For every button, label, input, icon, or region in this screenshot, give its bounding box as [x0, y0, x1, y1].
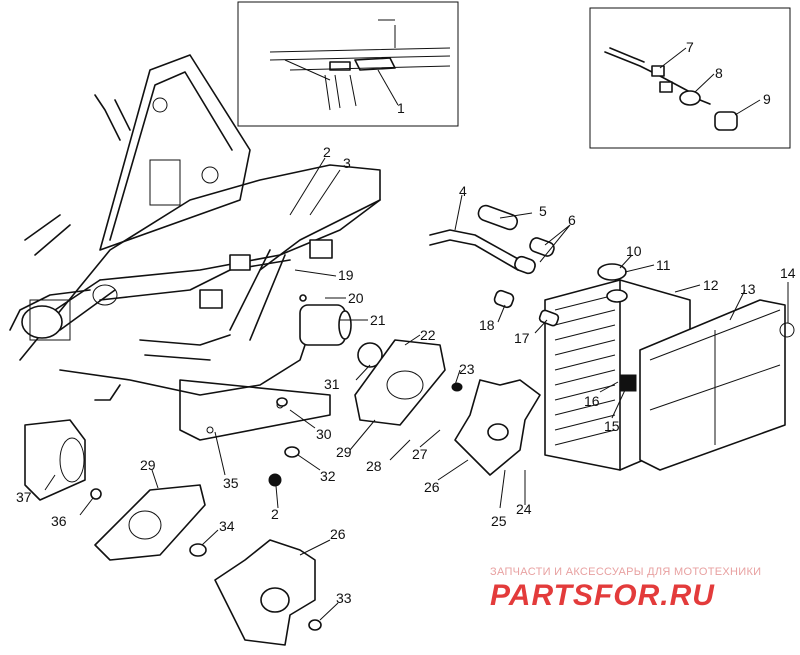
callout-8: 8 [715, 65, 723, 81]
callout-4: 4 [459, 183, 467, 199]
callout-37: 37 [16, 489, 32, 505]
watermark: ЗАПЧАСТИ И АКСЕССУАРЫ ДЛЯ МОТОТЕХНИКИ PA… [490, 566, 761, 612]
inset-wiring-7-9 [589, 7, 791, 149]
callout-26-lower: 26 [330, 526, 346, 542]
watermark-logo: PARTSFOR.RU [490, 579, 715, 612]
callout-27: 27 [412, 446, 428, 462]
callout-32: 32 [320, 468, 336, 484]
callout-24: 24 [516, 501, 532, 517]
watermark-tagline: ЗАПЧАСТИ И АКСЕССУАРЫ ДЛЯ МОТОТЕХНИКИ [490, 566, 761, 578]
callout-23: 23 [459, 361, 475, 377]
callout-36: 36 [51, 513, 67, 529]
callout-2-lower: 2 [271, 506, 279, 522]
callout-25: 25 [491, 513, 507, 529]
callout-labels: 1 2 3 4 5 6 7 8 9 10 11 12 13 14 15 16 1… [16, 39, 796, 606]
callout-19: 19 [338, 267, 354, 283]
fan-motors-and-fans [24, 304, 541, 646]
callout-31: 31 [324, 376, 340, 392]
callout-16: 16 [584, 393, 600, 409]
callout-2: 2 [323, 144, 331, 160]
callout-18: 18 [479, 317, 495, 333]
callout-3: 3 [343, 155, 351, 171]
callout-6: 6 [568, 212, 576, 228]
callout-17: 17 [514, 330, 530, 346]
callout-15: 15 [604, 418, 620, 434]
leader-lines [44, 47, 789, 621]
callout-7: 7 [686, 39, 694, 55]
callout-9: 9 [763, 91, 771, 107]
callout-12: 12 [703, 277, 719, 293]
callout-14: 14 [780, 265, 796, 281]
callout-29-lower: 29 [140, 457, 156, 473]
callout-33: 33 [336, 590, 352, 606]
callout-34: 34 [219, 518, 235, 534]
callout-11: 11 [656, 257, 671, 273]
chassis-frame [9, 54, 381, 441]
callout-26: 26 [424, 479, 440, 495]
callout-21: 21 [370, 312, 386, 328]
callout-1: 1 [397, 100, 405, 116]
callout-13: 13 [740, 281, 756, 297]
radiator-assembly [544, 279, 786, 471]
callout-22: 22 [420, 327, 436, 343]
callout-29: 29 [336, 444, 352, 460]
callout-20: 20 [348, 290, 364, 306]
callout-30: 30 [316, 426, 332, 442]
callout-35: 35 [223, 475, 239, 491]
callout-28: 28 [366, 458, 382, 474]
inset-detail-1 [237, 1, 459, 127]
callout-5: 5 [539, 203, 547, 219]
callout-10: 10 [626, 243, 642, 259]
